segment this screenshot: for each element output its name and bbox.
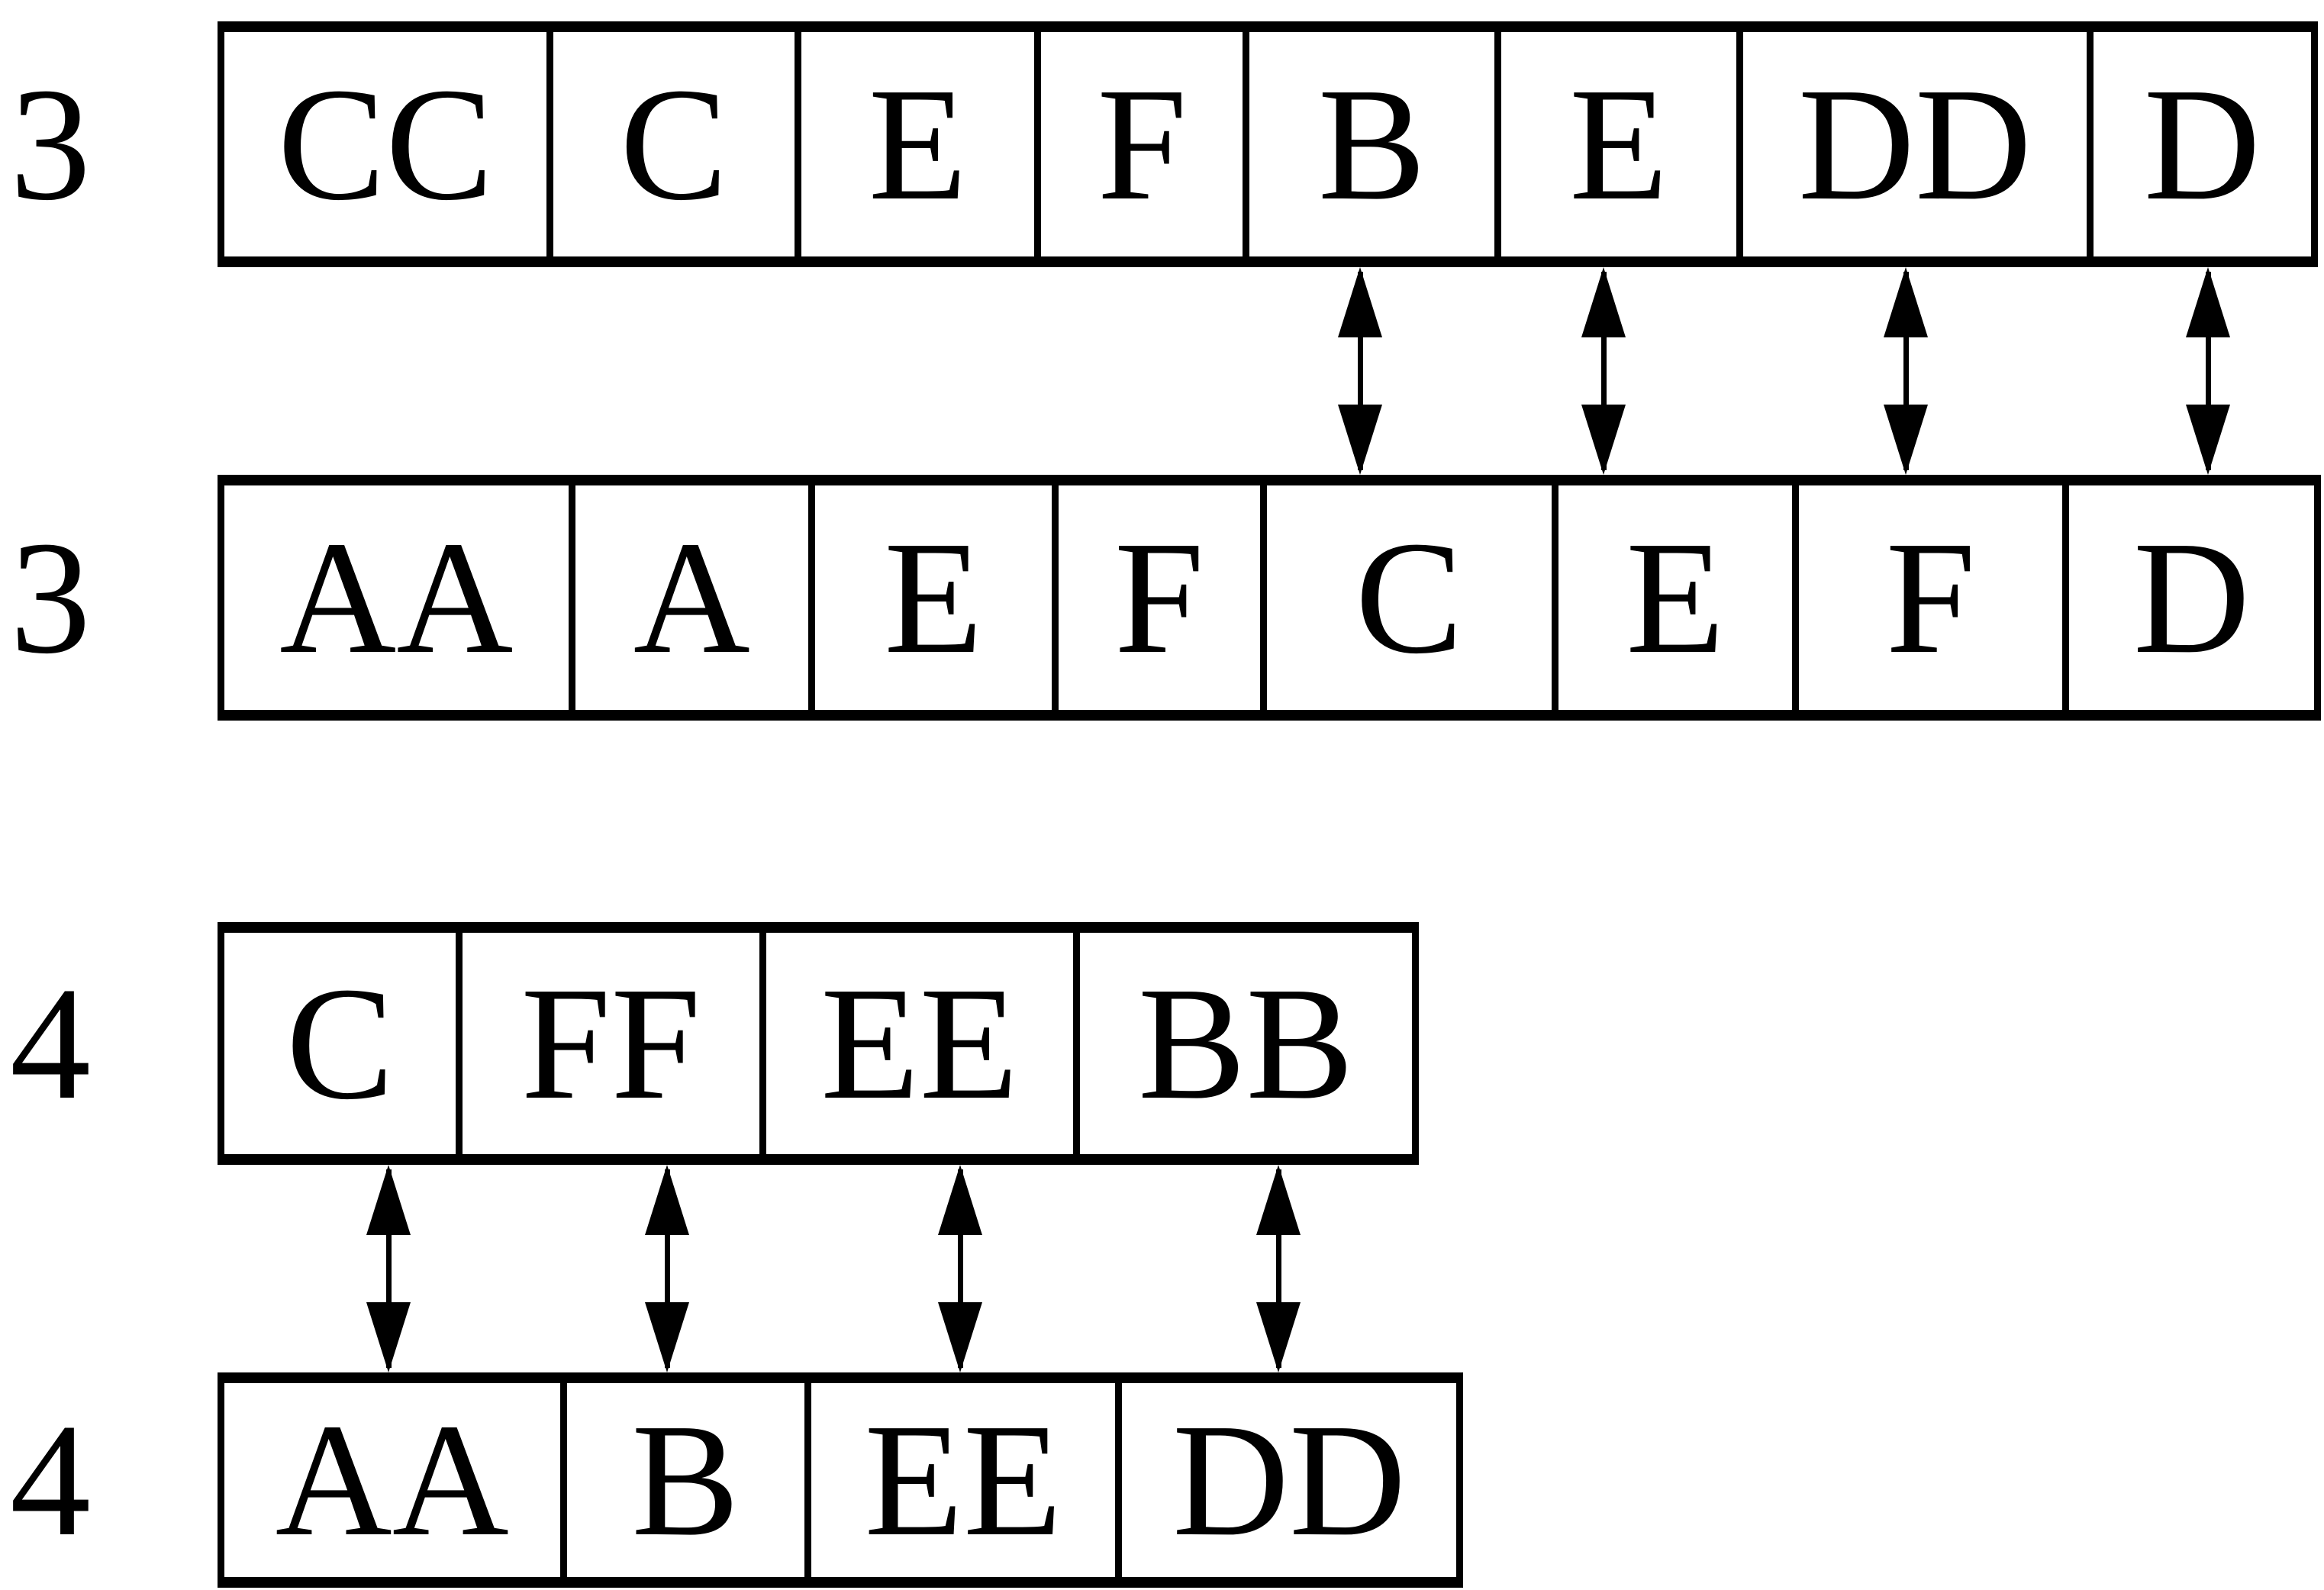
double-headed-arrow [1254,1165,1303,1372]
sequence-cell: B [559,1383,804,1577]
arrow-head-down-icon [1256,1302,1301,1372]
double-headed-arrow [936,1165,985,1372]
arrow-shaft [2205,272,2211,470]
row-length-label: 3 [10,54,91,234]
arrow-shaft [1275,1169,1281,1368]
arrow-head-down-icon [2186,405,2230,475]
arrow-shaft [385,1169,392,1368]
sequence-cell: B [1243,32,1494,256]
sequence-cell: E [807,485,1052,710]
arrow-head-down-icon [938,1302,982,1372]
double-headed-arrow [1579,267,1628,475]
sequence-cell: EE [804,1383,1116,1577]
sequence-cell: BB [1072,933,1412,1154]
arrow-shaft [1600,272,1607,470]
sequence-cell: E [1551,485,1792,710]
sequence-cell: DD [1115,1383,1456,1577]
arrow-shaft [664,1169,670,1368]
sequence-cell: C [1259,485,1552,710]
sequence-cell: CC [277,54,494,234]
sequence-row-bottom-4: AA B EE DD [218,1372,1463,1588]
sequence-cell: AA [275,1390,509,1569]
sequence-cell: AA [279,508,514,687]
arrow-head-down-icon [366,1302,411,1372]
sequence-row-top-4: C FF EE BB [218,922,1419,1165]
double-headed-arrow [643,1165,691,1372]
sequence-cell: D [2062,485,2314,710]
sequence-cell: A [568,485,808,710]
arrow-shaft [1903,272,1909,470]
sequence-cell: F [1052,485,1260,710]
double-headed-arrow [2184,267,2232,475]
arrow-head-down-icon [645,1302,689,1372]
arrow-head-down-icon [1581,405,1626,475]
sequence-cell: D [2086,32,2311,256]
arrow-head-down-icon [1884,405,1928,475]
sequence-cell: DD [1736,32,2086,256]
row-length-label: 4 [10,953,91,1133]
row-length-label: 3 [10,508,91,687]
double-headed-arrow [364,1165,413,1372]
sequence-cell: EE [759,933,1073,1154]
sequence-cell: FF [456,933,759,1154]
sequence-row-top-3: CC C E F B E DD D [218,21,2318,267]
arrow-head-down-icon [1338,405,1382,475]
arrow-shaft [957,1169,963,1368]
sequence-cell: E [794,32,1035,256]
sequence-cell: C [546,32,794,256]
sequence-cell: E [1494,32,1737,256]
sequence-cell: F [1034,32,1243,256]
double-headed-arrow [1336,267,1384,475]
sequence-cell: C [285,953,395,1133]
sequence-cell: F [1792,485,2062,710]
arrow-shaft [1357,272,1363,470]
sequence-row-bottom-3: AA A E F C E F D [218,475,2321,721]
double-headed-arrow [1881,267,1930,475]
row-length-label: 4 [10,1390,91,1569]
